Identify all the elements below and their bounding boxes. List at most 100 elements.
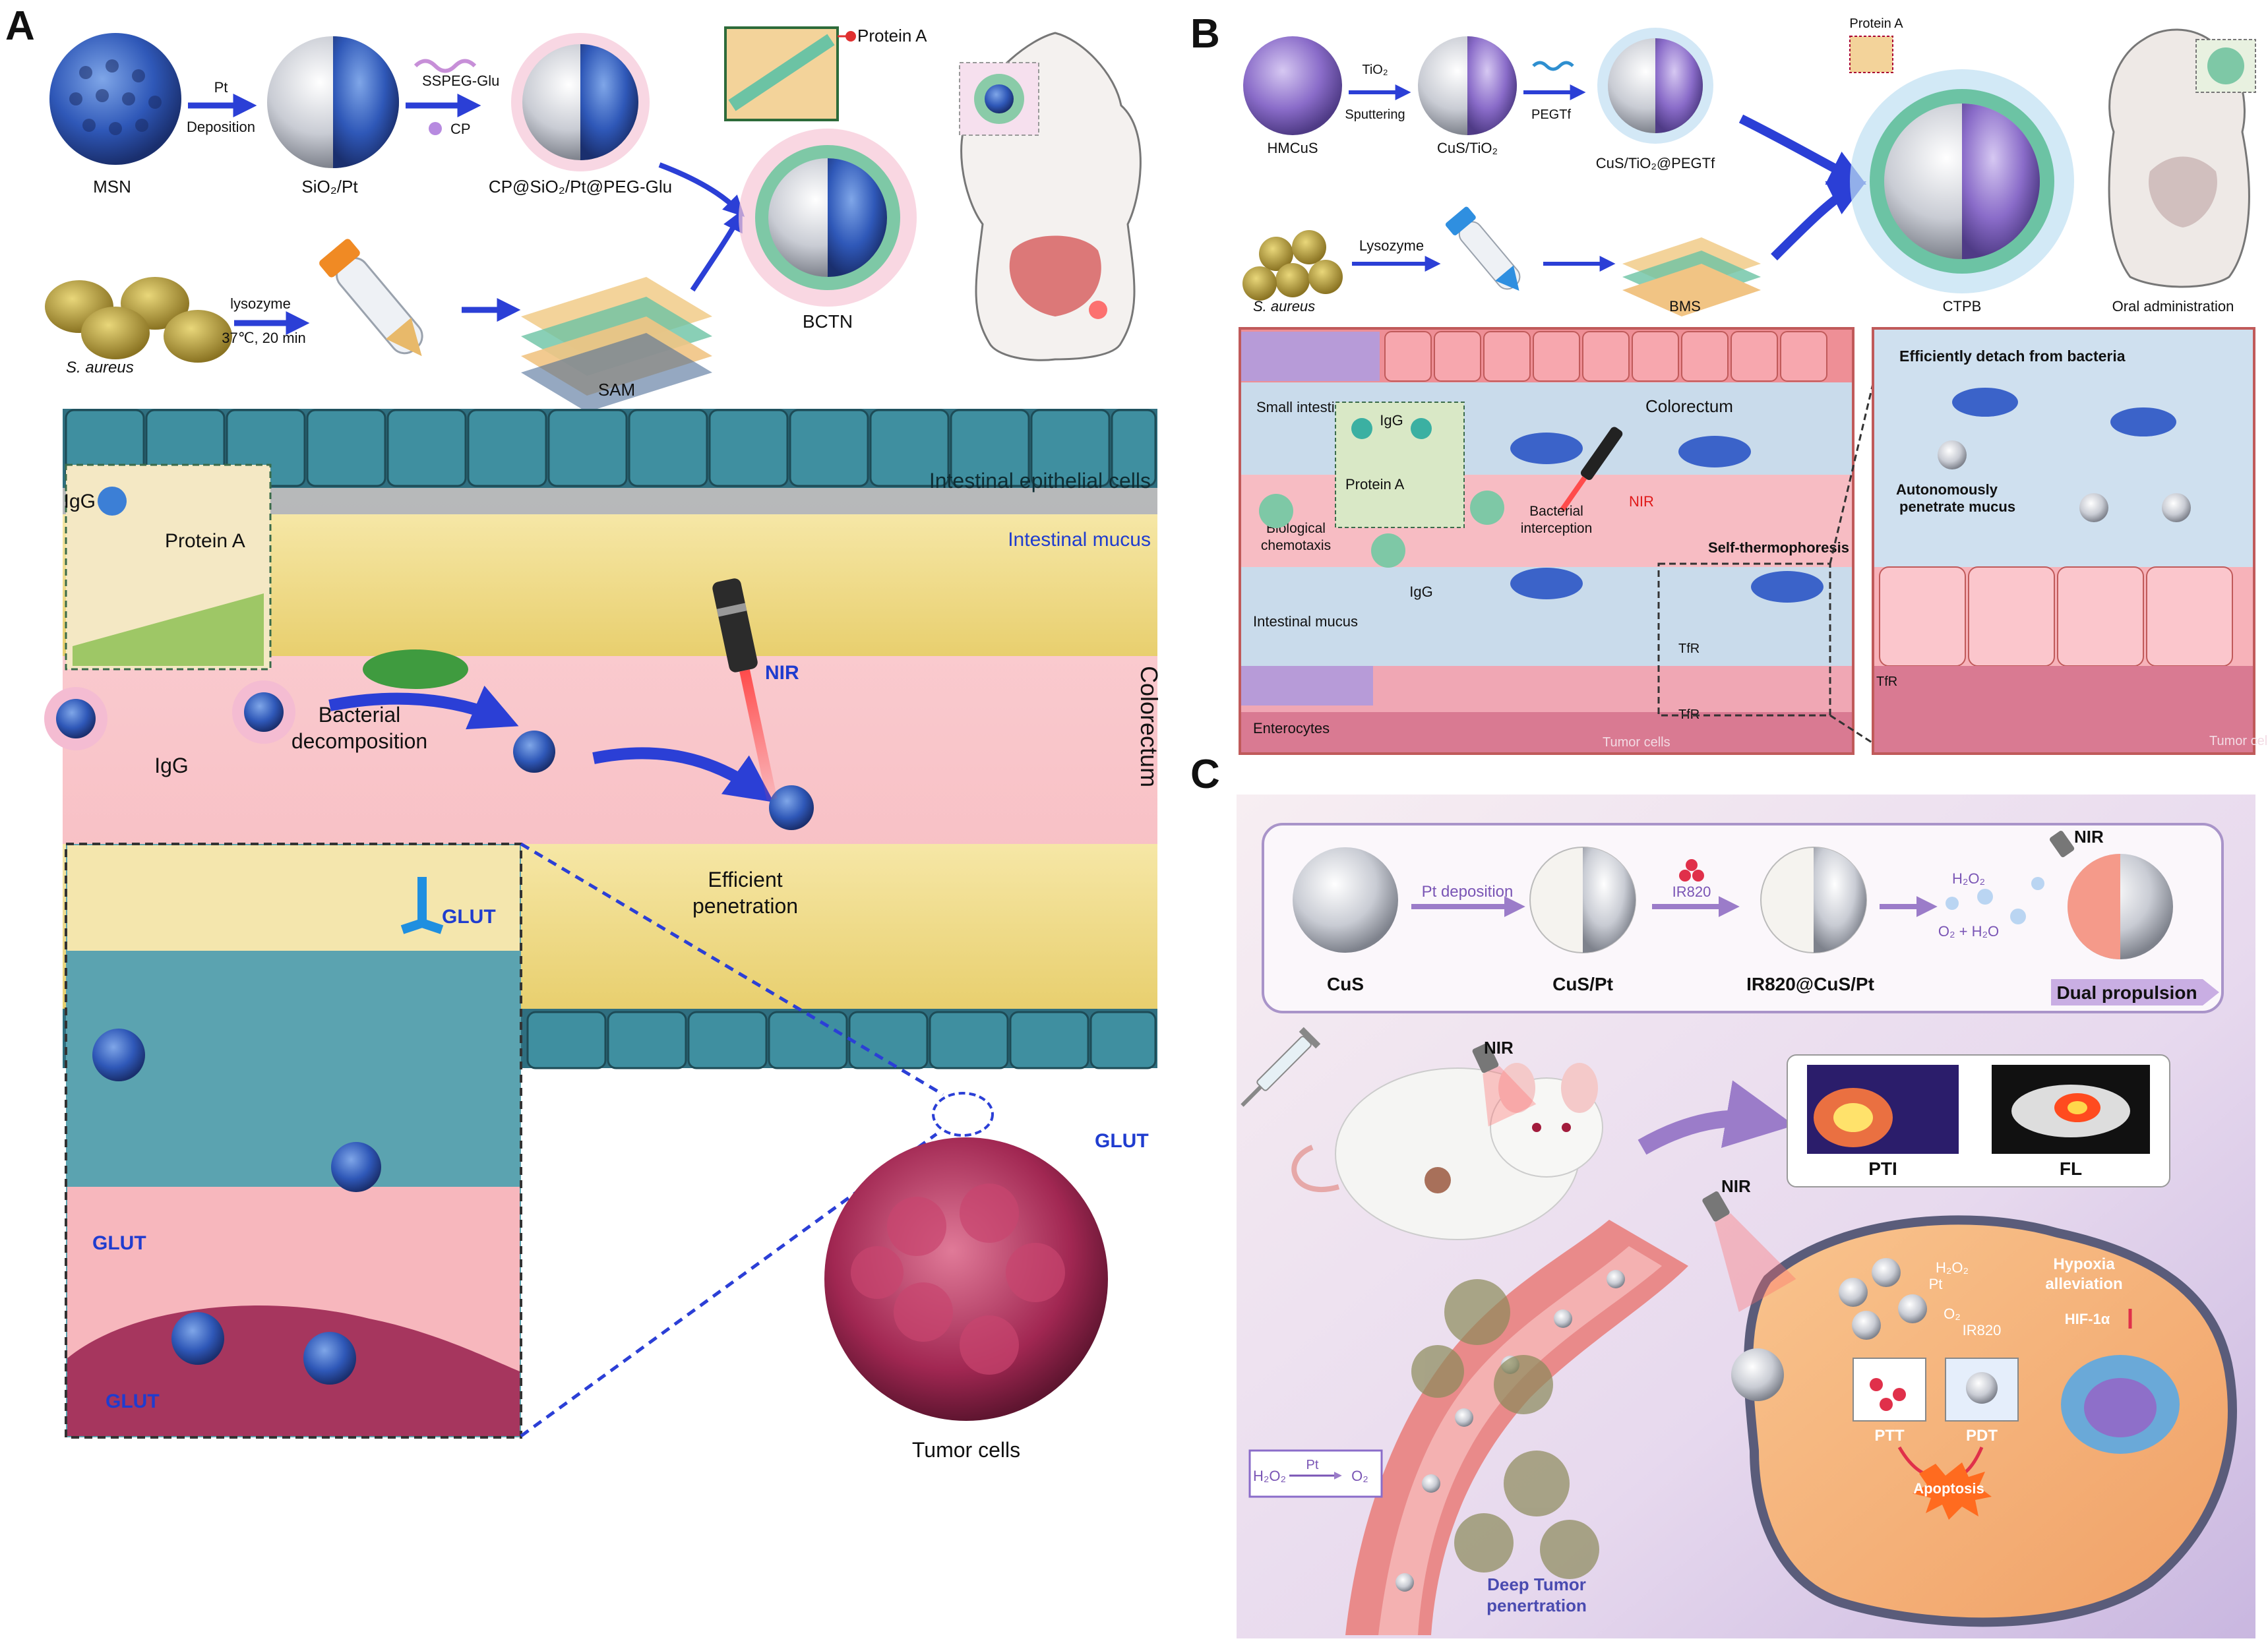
particle-a-mid	[513, 731, 555, 773]
bacterium-b-2	[1678, 436, 1751, 467]
deep-tumor-label-1: Deep Tumor	[1487, 1574, 1586, 1594]
ctpb-small-1	[1259, 494, 1293, 528]
conditions-label: 37℃, 20 min	[222, 330, 305, 346]
mucus-label: Intestinal mucus	[1008, 529, 1151, 551]
deep-tumor-label-2: penertration	[1486, 1596, 1587, 1615]
tfr-label-b1: TfR	[1678, 642, 1700, 656]
tumor-cells-label-a: Tumor cells	[912, 1438, 1020, 1462]
arrow-to-imaging	[1638, 1080, 1795, 1155]
colorectum-label-b: Colorectum	[1645, 396, 1733, 416]
panel-b: B HMCuS TiO₂ Sputtering CuS/TiO₂ PEGTf C…	[1190, 11, 2268, 755]
test-tube-icon-b	[1445, 206, 1521, 291]
efficient-penetration-label-2: penetration	[692, 894, 798, 918]
nir-label-c3: NIR	[1721, 1176, 1751, 1196]
mouse-illustration-a	[959, 32, 1142, 361]
bacterium-b-3	[1510, 568, 1583, 599]
panel-a-letter: A	[5, 3, 35, 49]
nir-label-a: NIR	[765, 662, 799, 684]
apoptosis-burst	[1913, 1462, 1992, 1520]
eq-h2o2-label: H₂O₂	[1253, 1468, 1286, 1484]
zoom-panel-b	[1872, 327, 2255, 755]
bacterial-interception-label-1: Bacterial	[1529, 504, 1583, 519]
efficient-penetration-label-1: Efficient	[708, 868, 782, 891]
cp-label: CP	[450, 121, 471, 137]
nir-lamp-icon-c2	[1472, 1042, 1537, 1127]
ctpb-label: CTPB	[1943, 298, 1982, 315]
panel-c: C CuS Pt deposition CuS/Pt IR820 IR820@C…	[1190, 752, 2255, 1638]
tfr-label-b2: TfR	[1678, 707, 1700, 722]
sio2pt-label: SiO₂/Pt	[301, 177, 358, 196]
s-aureus-label-a: S. aureus	[66, 359, 134, 376]
panel-b-letter: B	[1190, 11, 1220, 57]
bacterium-b-4	[1751, 571, 1824, 603]
igg-label-b: IgG	[1409, 584, 1432, 600]
custio2-label: CuS/TiO₂	[1437, 140, 1498, 156]
s-aureus-cluster-b	[1242, 230, 1343, 301]
cuspt-label: CuS/Pt	[1552, 974, 1613, 994]
igg-label-a: IgG	[154, 754, 189, 777]
pt-cell-label: Pt	[1929, 1276, 1943, 1292]
arrow-to-ctpb-1	[1738, 114, 1867, 185]
protein-a-top-label: Protein A	[857, 26, 927, 45]
glut-label-3: GLUT	[106, 1391, 160, 1412]
igg-inset-label-b: IgG	[1380, 412, 1403, 429]
sam-membrane	[521, 277, 712, 412]
bacterium-a	[363, 649, 468, 689]
tumor-cells-label-b1: Tumor cells	[1603, 735, 1670, 750]
panel-a: A MSN Pt Deposition SiO₂/Pt SSPEG-Glu CP…	[5, 3, 1163, 1462]
pegtf-label: PEGTf	[1531, 107, 1571, 122]
eq-o2-label: O₂	[1351, 1468, 1368, 1484]
self-thermophoresis-label: Self-thermophoresis	[1708, 539, 1849, 556]
nir-label-c1: NIR	[2074, 827, 2104, 847]
particle-a-lasered	[769, 785, 814, 830]
glut-label-2: GLUT	[92, 1232, 146, 1254]
dual-propulsion-label: Dual propulsion	[2056, 982, 2197, 1003]
test-tube-icon-a	[319, 239, 423, 357]
laser-pointer-b	[1560, 427, 1623, 512]
bms-label: BMS	[1669, 298, 1701, 315]
msn-label: MSN	[93, 177, 131, 196]
nir-label-c2: NIR	[1484, 1038, 1514, 1058]
panel-c-letter: C	[1190, 752, 1220, 797]
bacterial-decomposition-label-2: decomposition	[291, 729, 427, 753]
apoptosis-label: Apoptosis	[1913, 1480, 1984, 1497]
igg-inset-label-a: IgG	[64, 491, 96, 512]
mouse-illustration-b	[2108, 28, 2256, 288]
cus-label-c: CuS	[1327, 974, 1364, 994]
pdt-label: PDT	[1966, 1427, 1998, 1445]
fl-label: FL	[2060, 1158, 2082, 1179]
ctpb-small-2	[1371, 533, 1405, 568]
arrow-to-bctn-1	[658, 162, 745, 218]
lysozyme-label-b: Lysozyme	[1359, 237, 1424, 254]
intestinal-mucus-label-b: Intestinal mucus	[1253, 613, 1358, 630]
particle-entering-cell	[1731, 1348, 1784, 1401]
o2h2o-label: O₂ + H₂O	[1938, 923, 1999, 940]
tfr-label-b3: TfR	[1876, 675, 1897, 689]
bacterium-b-1	[1510, 433, 1583, 464]
arrow-decomposition	[328, 685, 519, 730]
nucleus-c	[2061, 1355, 2180, 1454]
protein-a-inset-label-a: Protein A	[165, 530, 245, 552]
hypoxia-label-2: alleviation	[2045, 1275, 2122, 1293]
sspeg-label: SSPEG-Glu	[422, 73, 499, 89]
h2o2-equation-box	[1248, 1449, 1383, 1498]
protein-a-inset-label-b: Protein A	[1345, 476, 1405, 493]
ir820cuspt-label: IR820@CuS/Pt	[1746, 974, 1874, 994]
colorectum-label-a: Colorectum	[1136, 666, 1163, 787]
arrow-to-laser	[592, 747, 774, 802]
pti-label: PTI	[1868, 1158, 1897, 1179]
zoom-box-b	[1657, 562, 1831, 717]
eq-pt-label: Pt	[1306, 1458, 1319, 1472]
cpsio2-label: CP@SiO₂/Pt@PEG-Glu	[489, 177, 672, 196]
s-aureus-cluster	[45, 277, 232, 363]
pt-deposition-label-c: Pt deposition	[1422, 883, 1514, 901]
synthesis-bubble-c	[1262, 823, 2224, 1013]
hmcus-particle	[1243, 36, 1342, 135]
enterocytes-label: Enterocytes	[1253, 720, 1330, 736]
ptt-box	[1853, 1358, 1926, 1422]
lysozyme-label-a: lysozyme	[230, 295, 291, 312]
nir-label-b: NIR	[1629, 493, 1654, 510]
hypoxia-label-1: Hypoxia	[2053, 1255, 2115, 1273]
s-aureus-label-b: S. aureus	[1253, 298, 1315, 315]
